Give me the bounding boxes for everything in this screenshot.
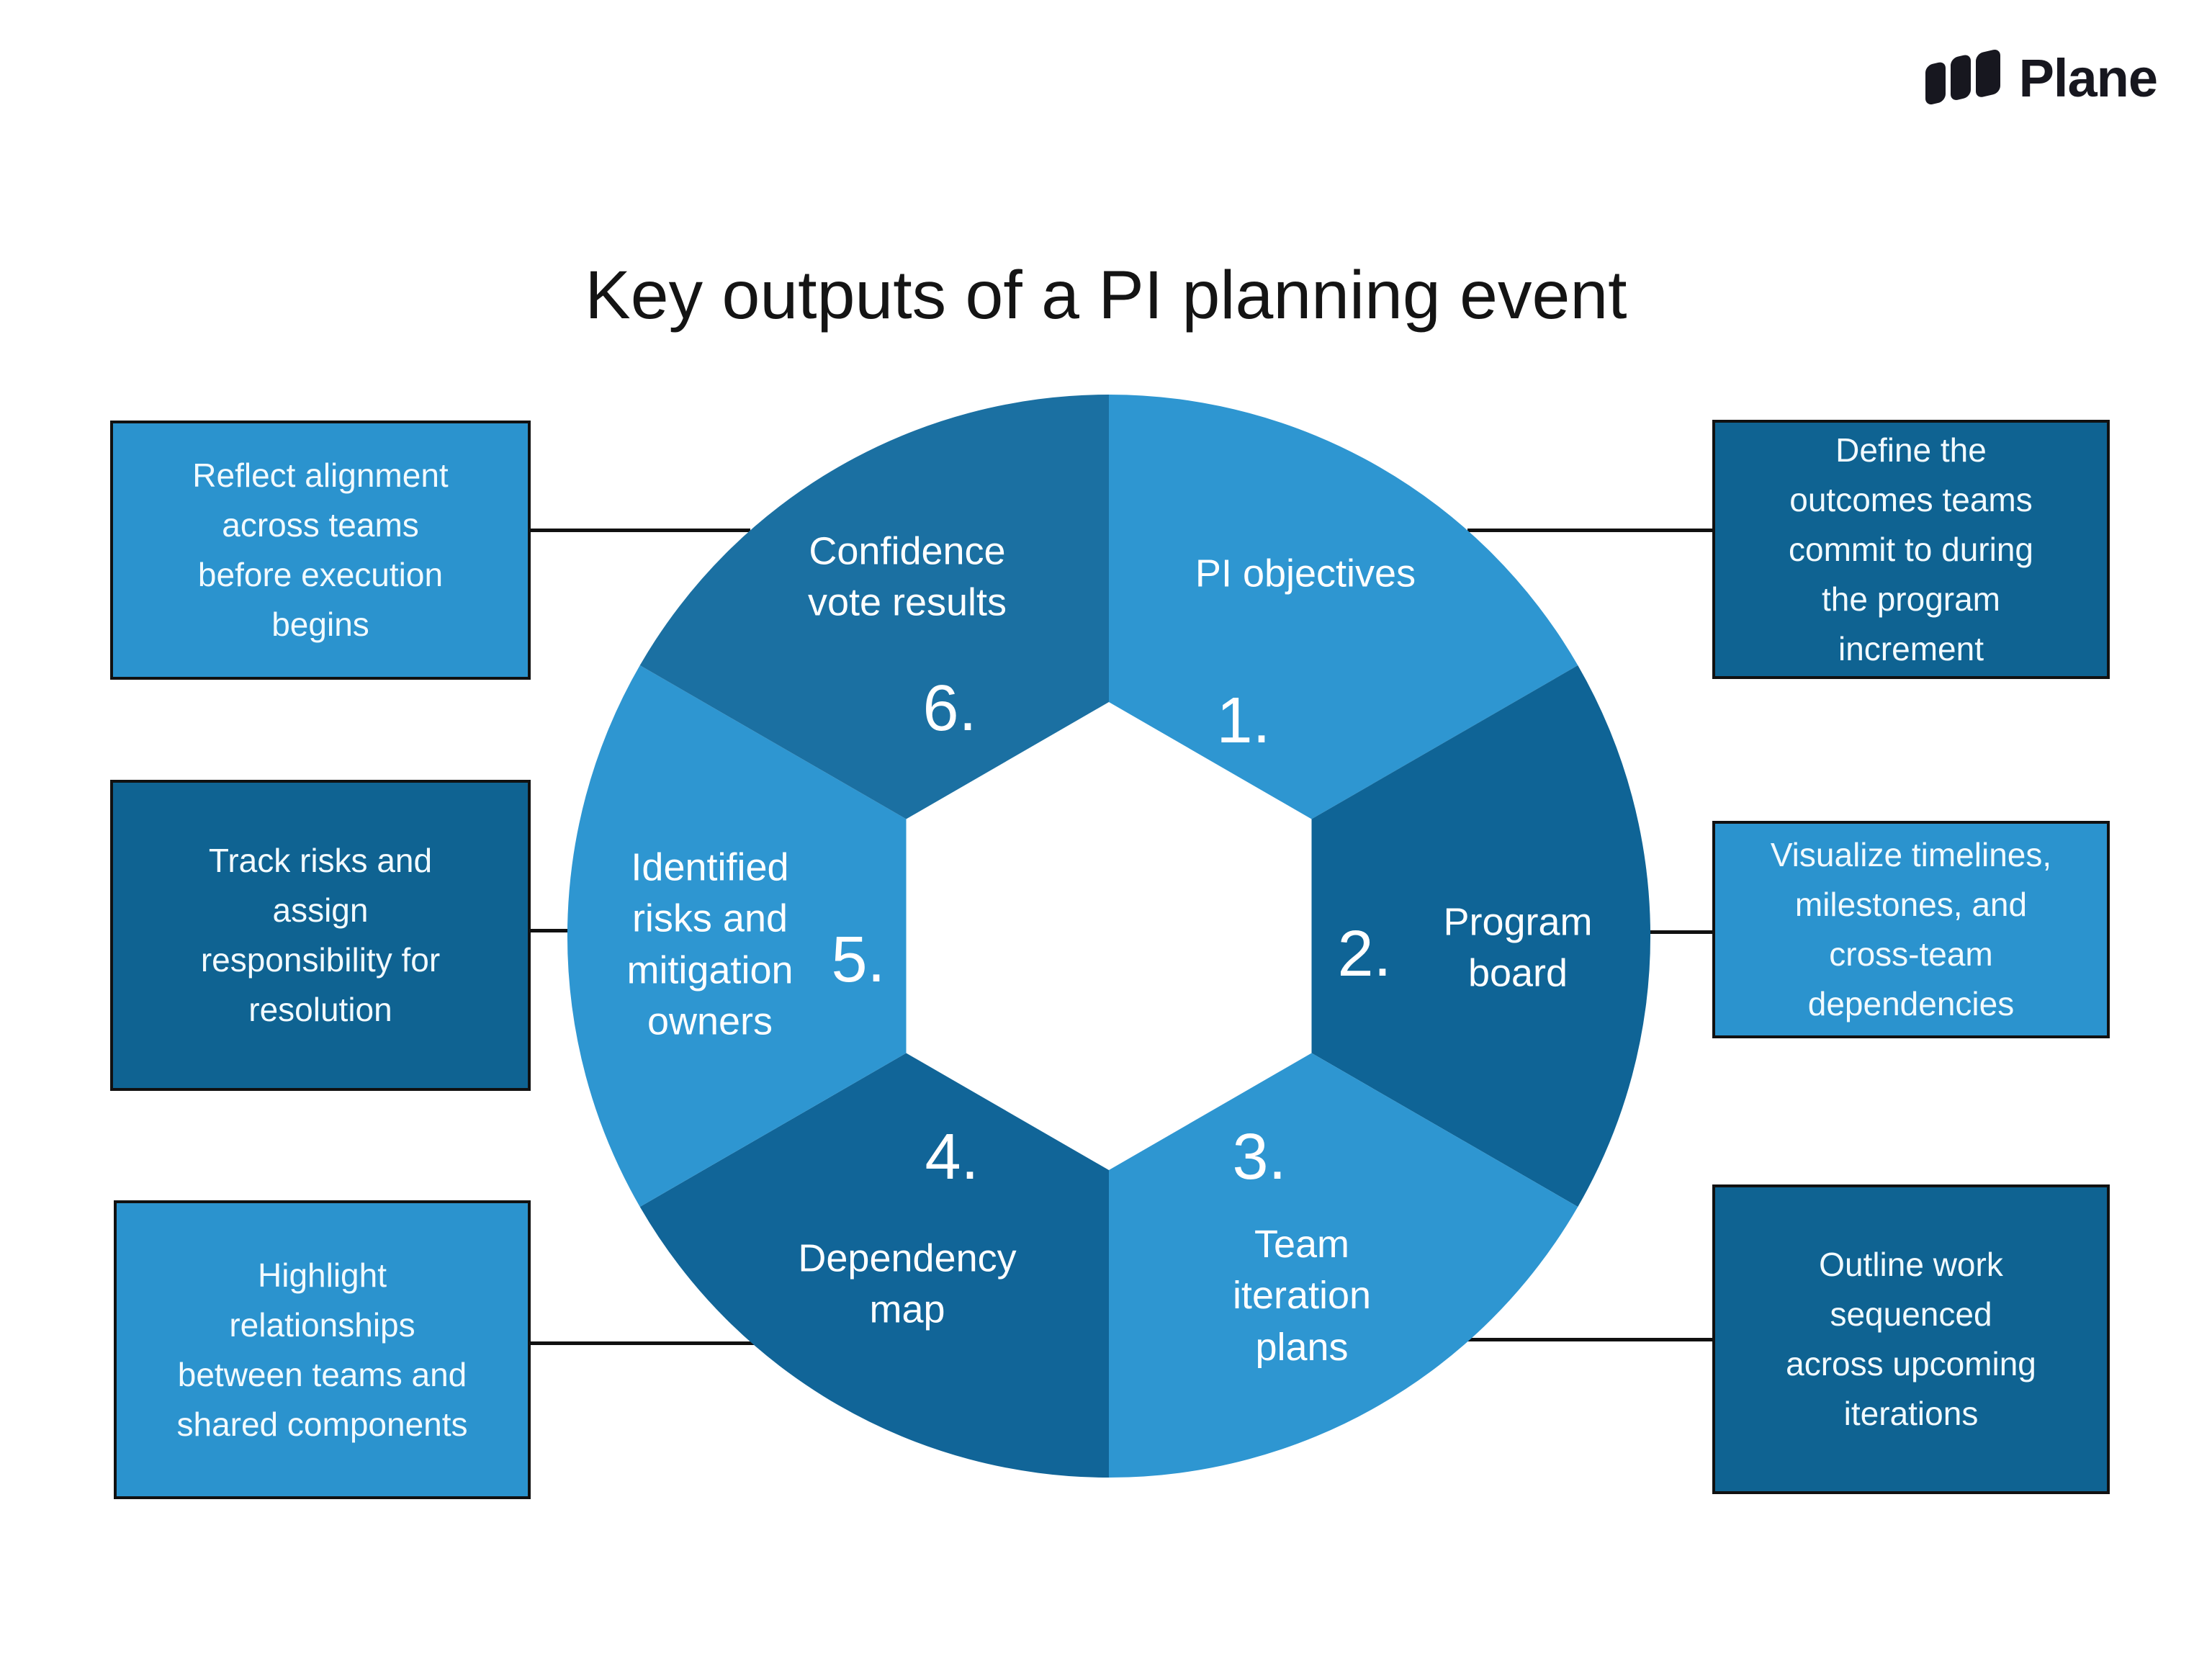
callout-reflect-alignment: Reflect alignment across teams before ex… (110, 421, 531, 680)
callout-track-risks: Track risks and assign responsibility fo… (110, 780, 531, 1091)
segment-label-program-board: Program board (1443, 900, 1593, 995)
segment-number-1: 1. (1216, 685, 1271, 757)
callout-outline-work: Outline work sequenced across upcoming i… (1712, 1184, 2110, 1494)
connector-middle-left (531, 929, 581, 932)
segment-label-pi-objectives: PI objectives (1195, 552, 1416, 595)
segment-number-5: 5. (831, 924, 886, 996)
callout-define-outcomes-text: Define the outcomes teams commit to duri… (1788, 431, 2033, 667)
segment-label-confidence-vote: Confidence vote results (807, 529, 1007, 624)
segment-label-team-iteration-plans: Team iteration plans (1232, 1223, 1372, 1369)
segment-label-identified-risks: Identified risks and mitigation owners (626, 845, 793, 1043)
segment-number-3: 3. (1232, 1121, 1287, 1193)
segment-number-2: 2. (1337, 918, 1392, 990)
segment-label-dependency-map: Dependency map (798, 1236, 1017, 1331)
connector-bottom-left (531, 1341, 754, 1345)
callout-outline-work-text: Outline work sequenced across upcoming i… (1786, 1246, 2036, 1432)
callout-define-outcomes: Define the outcomes teams commit to duri… (1712, 420, 2110, 679)
segment-number-6: 6. (922, 673, 977, 745)
callout-visualize-timelines-text: Visualize timelines, milestones, and cro… (1770, 836, 2052, 1022)
callout-highlight-relationships: Highlight relationships between teams an… (114, 1200, 531, 1499)
wheel-segment-2-program-board (1109, 665, 1651, 1207)
connector-top-right (1467, 529, 1714, 532)
callout-track-risks-text: Track risks and assign responsibility fo… (200, 842, 441, 1028)
wheel-segment-5-identified-risks (567, 665, 1109, 1207)
wheel-center-hexagon (906, 702, 1312, 1170)
segment-number-4: 4. (925, 1121, 979, 1193)
callout-reflect-alignment-text: Reflect alignment across teams before ex… (192, 457, 449, 643)
connector-bottom-right (1467, 1338, 1714, 1341)
callout-highlight-relationships-text: Highlight relationships between teams an… (176, 1256, 468, 1443)
page-title: Key outputs of a PI planning event (585, 256, 1627, 333)
callout-visualize-timelines: Visualize timelines, milestones, and cro… (1712, 821, 2110, 1038)
connector-middle-right (1643, 930, 1714, 934)
plane-logo-icon (1925, 49, 2000, 104)
brand-wordmark: Plane (2018, 48, 2158, 108)
brand: Plane (1924, 48, 2158, 109)
connector-top-left (531, 529, 750, 532)
